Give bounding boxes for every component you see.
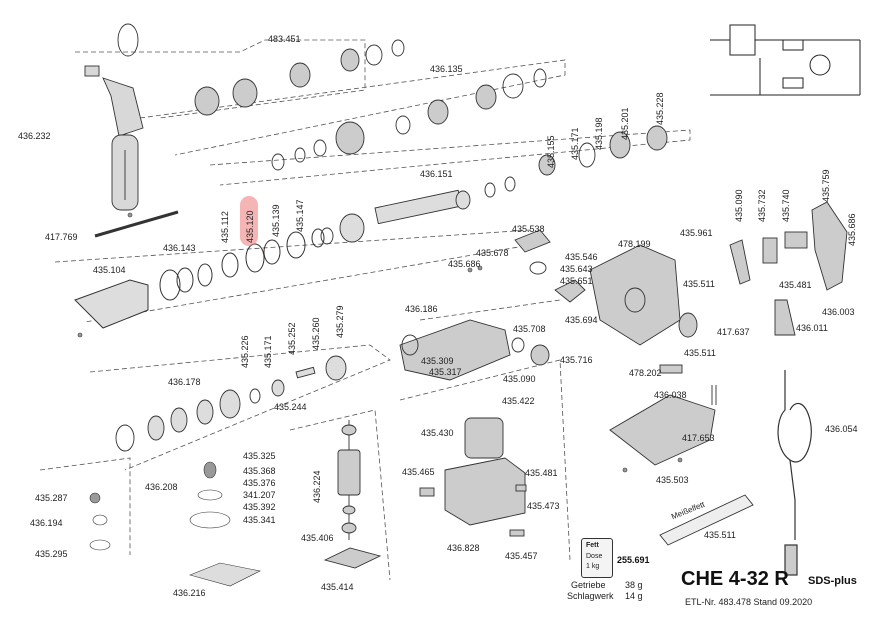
grease-row-qty: 14 g — [625, 591, 643, 601]
part-number-label: 435.325 — [243, 451, 276, 461]
part-number-label: 436.003 — [822, 307, 855, 317]
part-number-label: 435.414 — [321, 582, 354, 592]
part-number-label: 435.244 — [274, 402, 307, 412]
part-number-label: 341.207 — [243, 490, 276, 500]
part-number-label: 436.151 — [420, 169, 453, 179]
part-number-label: 436.216 — [173, 588, 206, 598]
part-number-label: 435.511 — [684, 348, 716, 358]
part-number-label: 478.202 — [629, 368, 662, 378]
part-number-label: 436.011 — [796, 323, 828, 333]
grease-tin-line: Dose — [586, 553, 603, 560]
part-number-label: 435.694 — [565, 315, 598, 325]
part-number-label: 435.546 — [565, 252, 598, 262]
part-number-label: 417.653 — [682, 433, 715, 443]
part-number-label: 435.538 — [512, 224, 545, 234]
part-number-label: 436.828 — [447, 543, 480, 553]
part-number-label: 435.155 — [546, 135, 556, 168]
part-number-label: 436.194 — [30, 518, 63, 528]
part-number-label: 435.317 — [429, 367, 462, 377]
part-number-label: 435.341 — [243, 515, 276, 525]
highlight-marker — [240, 196, 258, 246]
part-number-label: 435.260 — [311, 317, 321, 350]
part-number-label: 435.643 — [560, 264, 593, 274]
part-number-label: 435.112 — [220, 211, 230, 243]
part-number-label: 436.208 — [145, 482, 178, 492]
part-number-label: 435.686 — [448, 259, 481, 269]
part-number-label: 435.295 — [35, 549, 68, 559]
part-number-label: 435.708 — [513, 324, 546, 334]
diagram-subtitle: SDS-plus — [808, 575, 857, 587]
part-number-label: 435.279 — [335, 305, 345, 338]
part-number-label: 435.511 — [704, 530, 736, 540]
part-number-label: 435.430 — [421, 428, 454, 438]
part-number-label: 435.104 — [93, 265, 126, 275]
grease-part-number: 255.691 — [617, 555, 650, 565]
diagram-title: CHE 4-32 R — [681, 568, 789, 590]
part-number-label: 435.147 — [295, 199, 305, 232]
part-number-label: 435.511 — [683, 279, 715, 289]
part-number-label: 435.716 — [560, 355, 593, 365]
part-number-label: 435.228 — [655, 92, 665, 125]
etl-number: ETL-Nr. 483.478 Stand 09.2020 — [685, 597, 813, 607]
part-number-label: 478.199 — [618, 239, 651, 249]
part-number-label: 436.038 — [654, 390, 687, 400]
part-number-label: 436.054 — [825, 424, 858, 434]
part-number-label: 436.135 — [430, 64, 463, 74]
part-number-label: 435.678 — [476, 248, 509, 258]
part-number-label: 435.198 — [594, 117, 604, 150]
part-number-label: 435.422 — [502, 396, 535, 406]
part-number-label: 435.481 — [525, 468, 558, 478]
grease-tin-line: 1 kg — [586, 563, 600, 570]
part-number-label: 435.473 — [527, 501, 560, 511]
part-number-label: 436.232 — [18, 131, 51, 141]
part-number-label: 417.637 — [717, 327, 750, 337]
part-number-label: 435.309 — [421, 356, 454, 366]
part-number-label: 435.392 — [243, 502, 276, 512]
part-number-label: 436.186 — [405, 304, 438, 314]
part-number-label: 435.139 — [271, 204, 281, 237]
part-number-label: 435.481 — [779, 280, 812, 290]
part-number-label: 435.226 — [240, 335, 250, 368]
part-number-label: 435.368 — [243, 466, 276, 476]
part-number-label: 483.451 — [268, 34, 301, 44]
part-number-label: 435.651 — [560, 276, 593, 286]
part-number-label: 417.769 — [45, 232, 78, 242]
part-number-label: 435.740 — [781, 189, 791, 222]
part-number-label: 435.376 — [243, 478, 276, 488]
part-number-label: 435.503 — [656, 475, 689, 485]
part-number-label: 436.224 — [312, 470, 322, 503]
part-number-label: 436.143 — [163, 243, 196, 253]
part-number-label: 435.287 — [35, 493, 68, 503]
part-number-label: 435.457 — [505, 551, 538, 561]
grease-row-name: Schlagwerk — [567, 591, 614, 601]
part-number-label: 435.171 — [570, 127, 580, 160]
part-number-label: 435.171 — [263, 335, 273, 368]
grease-tin-line: Fett — [586, 542, 599, 549]
part-number-label: 435.686 — [847, 213, 857, 246]
part-number-label: 435.961 — [680, 228, 713, 238]
part-number-label: 435.406 — [301, 533, 334, 543]
part-number-label: 435.090 — [734, 189, 744, 222]
part-number-label: 435.759 — [821, 169, 831, 202]
part-number-label: 435.201 — [620, 107, 630, 140]
part-number-label: 435.732 — [757, 189, 767, 222]
part-number-label: 436.178 — [168, 377, 201, 387]
grease-tin — [581, 538, 613, 578]
part-number-label: 435.252 — [287, 322, 297, 355]
part-number-label: 435.465 — [402, 467, 435, 477]
part-number-label: 435.120 — [245, 210, 255, 243]
grease-row-name: Getriebe — [571, 580, 606, 590]
part-number-label: 435.090 — [503, 374, 536, 384]
grease-row-qty: 38 g — [625, 580, 643, 590]
